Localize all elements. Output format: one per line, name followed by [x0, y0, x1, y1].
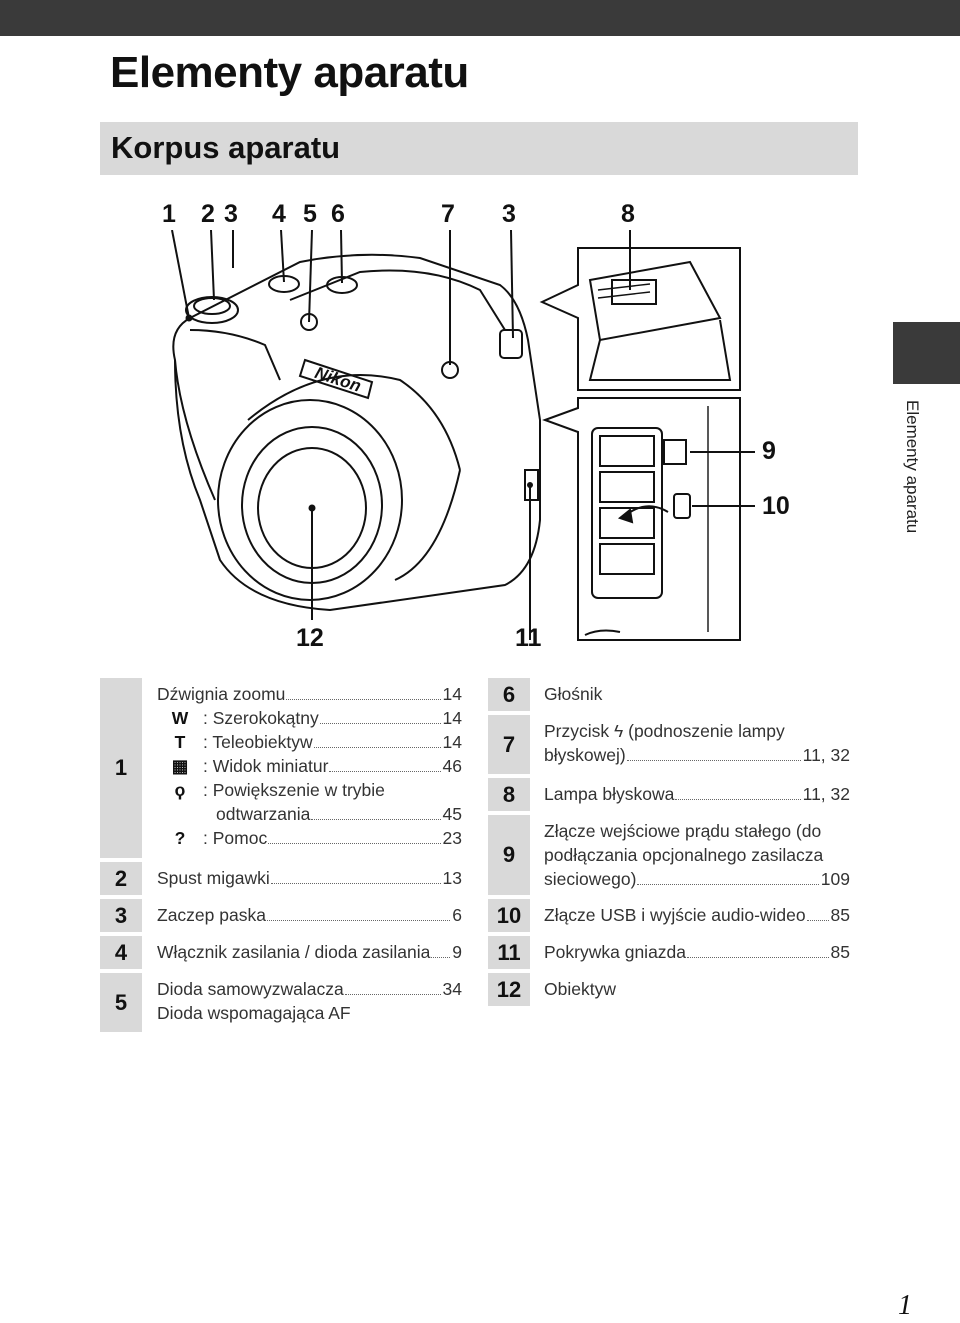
thumbnail-icon: ▦	[171, 756, 189, 776]
row-number: 12	[488, 973, 530, 1006]
row-number: 3	[100, 899, 142, 932]
section-title: Korpus aparatu	[111, 130, 341, 165]
callout-6: 6	[331, 200, 345, 228]
side-tab	[893, 322, 960, 384]
callout-4: 4	[272, 200, 286, 228]
row-number: 7	[488, 715, 530, 774]
callout-8: 8	[621, 200, 635, 228]
callout-10: 10	[762, 492, 790, 520]
top-bar	[0, 0, 960, 36]
page-title: Elementy aparatu	[110, 48, 469, 97]
callout-9: 9	[762, 437, 776, 465]
callout-5: 5	[303, 200, 317, 228]
zoom-wide-icon: W	[171, 708, 189, 728]
callout-2: 2	[201, 200, 215, 228]
table-row: 9 Złącze wejściowe prądu stałego (do pod…	[488, 815, 860, 895]
callout-3: 3	[224, 200, 238, 228]
row-number: 1	[100, 678, 142, 858]
side-label: Elementy aparatu	[896, 400, 926, 580]
list-item: błyskowej)11, 32	[544, 745, 850, 765]
camera-brand-logo: Nikon	[313, 363, 364, 396]
row-number: 9	[488, 815, 530, 895]
row-number: 10	[488, 899, 530, 932]
callout-1: 1	[162, 200, 176, 228]
table-row: 6 Głośnik	[488, 678, 860, 711]
row-number: 11	[488, 936, 530, 969]
callout-3b: 3	[502, 200, 516, 228]
list-item: ϙ: Powiększenie w trybie	[157, 780, 385, 801]
camera-illustration: Nikon	[171, 230, 755, 641]
section-header: Korpus aparatu	[100, 122, 858, 175]
row-number: 6	[488, 678, 530, 711]
callout-12: 12	[296, 624, 324, 652]
side-label-text: Elementy aparatu	[903, 400, 922, 534]
page-number: 1	[898, 1290, 912, 1321]
table-row: 7 Przycisk ϟ (podnoszenie lampy błyskowe…	[488, 715, 860, 774]
right-parts-table: 6 Głośnik 7 Przycisk ϟ (podnoszenie lamp…	[488, 678, 860, 1008]
magnify-icon: ϙ	[174, 780, 186, 800]
row-number: 2	[100, 862, 142, 895]
row-number: 8	[488, 778, 530, 811]
callout-11: 11	[515, 624, 542, 652]
list-item: sieciowego)109	[544, 869, 850, 889]
list-item: Dioda wspomagająca AF	[157, 1003, 351, 1023]
table-row: 12 Obiektyw	[488, 973, 860, 1006]
help-icon: ?	[174, 828, 186, 848]
row-number: 4	[100, 936, 142, 969]
callout-7: 7	[441, 200, 455, 228]
zoom-tele-icon: T	[174, 732, 186, 752]
row-number: 5	[100, 973, 142, 1032]
